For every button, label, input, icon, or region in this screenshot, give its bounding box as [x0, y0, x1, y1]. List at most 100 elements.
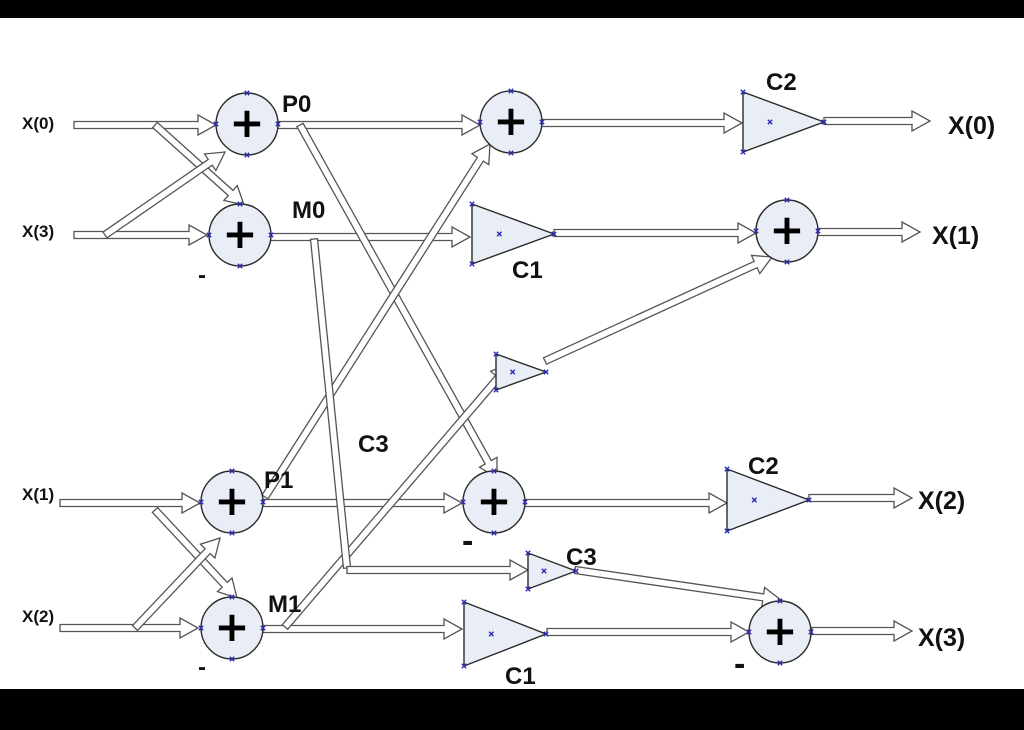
edge-c3-mid-to-out1 [542, 254, 774, 366]
handle-marker [198, 499, 204, 505]
handle-marker [229, 594, 235, 600]
handle-marker [213, 121, 219, 127]
handle-marker [491, 530, 497, 536]
handle-marker [753, 228, 759, 234]
plus-symbol: + [229, 98, 264, 147]
edge-sum-bottom-to-c2 [524, 491, 729, 515]
plus-symbol: + [493, 96, 528, 145]
amplifier-c3-mid [493, 351, 549, 393]
label-c2-bottom: C2 [748, 453, 779, 480]
handle-marker [821, 119, 827, 125]
input-label-x1: X(1) [22, 485, 54, 504]
edges-layer [59, 109, 932, 644]
output-label-x0: X(0) [948, 112, 995, 140]
edge-p1-to-sum-top [261, 142, 491, 500]
minus-sign-m1: - [198, 654, 206, 681]
handle-marker [777, 598, 783, 604]
handle-marker [237, 201, 243, 207]
label-c1-bottom: C1 [505, 663, 536, 690]
handle-marker [496, 231, 503, 237]
handle-marker [522, 499, 528, 505]
handle-marker [275, 121, 281, 127]
edge-x0-to-m0 [151, 121, 245, 206]
label-m1: M1 [268, 591, 301, 618]
edge-x2-to-p1 [131, 537, 221, 632]
amplifier-c1-top [469, 201, 557, 267]
handle-marker [508, 88, 514, 94]
handle-marker [746, 629, 752, 635]
plus-symbol: + [214, 476, 249, 525]
edge-p0-to-sum-bottom [296, 122, 498, 480]
handle-marker [525, 586, 531, 592]
plus-symbol: + [476, 476, 511, 525]
handle-marker [740, 149, 746, 155]
edge-x1-to-m1 [151, 506, 238, 599]
edge-x0-to-p0 [73, 113, 218, 137]
handle-marker [229, 656, 235, 662]
amplifier-c2-top [740, 89, 827, 155]
label-m0: M0 [292, 197, 325, 224]
handle-marker [751, 497, 758, 503]
handle-marker [551, 231, 557, 237]
edge-c3-bottom-to-out3 [573, 565, 783, 609]
adder-sum-bottom: + [460, 468, 528, 536]
edge-m0-to-c1-top [269, 225, 472, 249]
label-c1-top: C1 [512, 257, 543, 284]
edge-sum-top-to-c2 [541, 111, 744, 135]
amplifier-c3-bottom [525, 550, 579, 592]
nodes-layer: ++++++++ [198, 88, 827, 669]
plus-symbol: + [222, 209, 257, 258]
edge-x1-to-p1 [59, 491, 202, 515]
plus-symbol: + [769, 205, 804, 254]
edge-p0-to-sum-top [277, 113, 482, 137]
amplifier-triangle [527, 551, 578, 591]
handle-marker [724, 528, 730, 534]
handle-marker [206, 232, 212, 238]
label-p1: P1 [264, 467, 293, 494]
handle-marker [784, 197, 790, 203]
edge-out-x3 [811, 619, 914, 643]
handle-marker [469, 201, 475, 207]
edge-p1-to-sum-bottom [262, 491, 464, 515]
handle-marker [491, 468, 497, 474]
label-c2-top: C2 [766, 69, 797, 96]
output-label-x2: X(2) [918, 487, 965, 515]
label-c3-bottom: C3 [566, 544, 597, 571]
edge-out-x1 [817, 220, 922, 244]
handle-marker [244, 152, 250, 158]
input-label-x3: X(3) [22, 222, 54, 241]
output-label-x3: X(3) [918, 624, 965, 652]
amplifier-c2-bottom [724, 466, 812, 534]
amplifier-triangle [495, 353, 549, 391]
adder-out1: + [753, 197, 821, 265]
adder-p1: + [198, 468, 266, 536]
handle-marker [260, 499, 266, 505]
handle-marker [460, 499, 466, 505]
handle-marker [461, 599, 467, 605]
handle-marker [229, 468, 235, 474]
edge-out-x0 [823, 109, 932, 133]
edge-x3-to-p0 [102, 151, 227, 239]
minus-sign-m0: - [198, 262, 206, 289]
handle-marker [740, 89, 746, 95]
handle-marker [525, 550, 531, 556]
handle-marker [508, 150, 514, 156]
adder-sum-top: + [477, 88, 545, 156]
handle-marker [767, 119, 773, 125]
handle-marker [477, 119, 483, 125]
handle-marker [808, 629, 814, 635]
handle-marker [493, 351, 499, 357]
amplifier-triangle [742, 90, 827, 154]
handle-marker [229, 530, 235, 536]
amplifier-c1-bottom [461, 599, 549, 669]
handle-marker [509, 369, 516, 375]
edge-x3-to-m0 [73, 223, 209, 247]
handle-marker [469, 261, 475, 267]
edge-out-x2 [808, 486, 914, 510]
amplifier-triangle [463, 600, 548, 668]
input-label-x2: X(2) [22, 607, 54, 626]
handle-marker [573, 568, 579, 574]
adder-m0: + [206, 201, 274, 269]
handle-marker [784, 259, 790, 265]
